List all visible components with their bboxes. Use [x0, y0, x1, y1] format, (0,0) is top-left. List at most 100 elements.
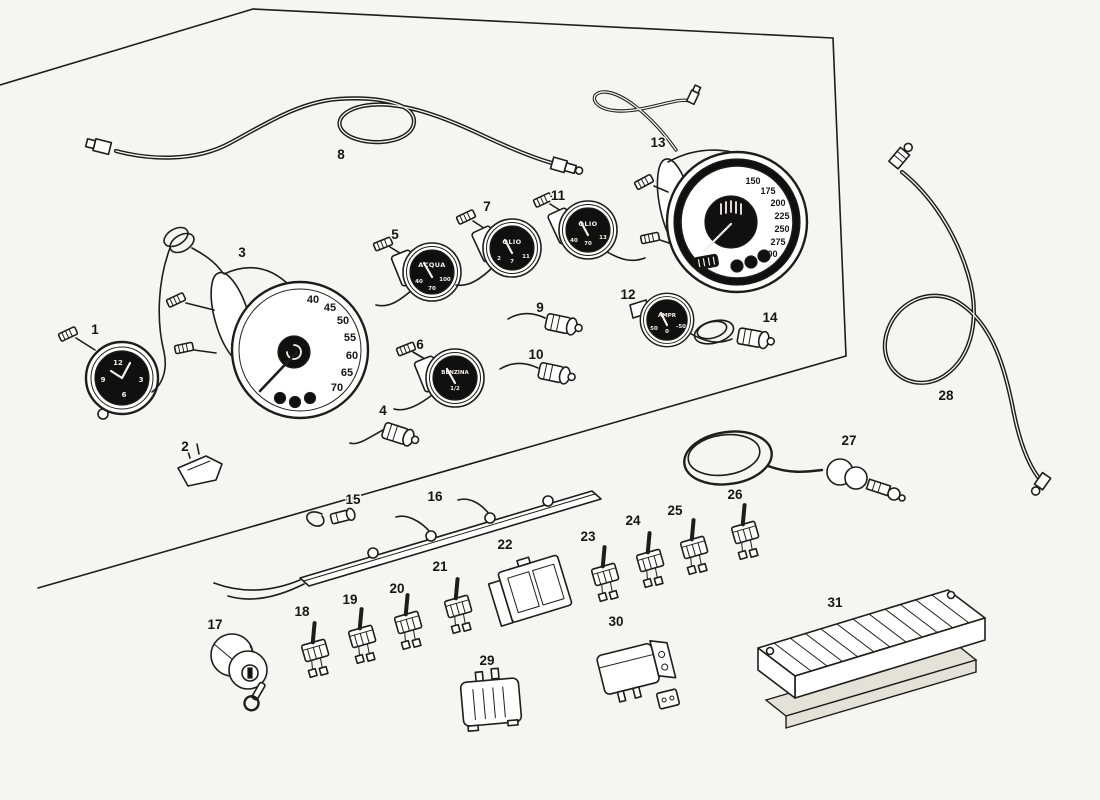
part-6-fuel-gauge: BENZINA 1/2: [393, 341, 485, 411]
part-number-28: 28: [938, 388, 954, 403]
part-number-27: 27: [841, 433, 856, 448]
speedo-tick: 50: [337, 315, 349, 327]
clock-tick: 6: [122, 391, 127, 399]
part-number-8: 8: [337, 147, 345, 162]
benzina-tick: 1/2: [450, 386, 460, 392]
part-number-2: 2: [181, 439, 189, 454]
part-number-13: 13: [650, 135, 666, 150]
part-number-14: 14: [762, 310, 778, 325]
part-number-17: 17: [207, 617, 222, 632]
part-number-1: 1: [91, 322, 99, 337]
part-number-15: 15: [345, 492, 361, 507]
part-number-3: 3: [238, 245, 246, 260]
acqua-tick: 40: [415, 279, 423, 285]
panel-border: [0, 8, 847, 589]
part-number-20: 20: [389, 581, 404, 596]
part-4-bulb-holder: [349, 420, 422, 450]
tach-tick: 225: [774, 211, 789, 221]
part-13-tachometer: 150 175 200 225 250 275 300: [592, 84, 809, 294]
part-number-29: 29: [479, 653, 494, 668]
part-number-31: 31: [827, 595, 843, 610]
clock-tick: 9: [101, 376, 106, 384]
part-number-16: 16: [427, 489, 443, 504]
cable-end-fitting: [888, 142, 914, 170]
part-number-30: 30: [608, 614, 623, 629]
part-number-26: 26: [727, 487, 743, 502]
ampr-tick: -50: [676, 324, 686, 330]
speedo-tick: 45: [324, 302, 336, 314]
cable-end-fitting: [685, 84, 702, 106]
olio-tick: 13: [599, 235, 607, 241]
part-16-lamp-rail: [213, 490, 602, 600]
part-29-relay: [459, 667, 523, 732]
part-30-flasher: [596, 640, 681, 710]
connector: [655, 688, 681, 710]
part-26-toggle-switch: [724, 501, 766, 563]
part-number-7: 7: [483, 199, 491, 214]
part-9-bulb-holder: [507, 311, 585, 338]
part-10-bulb-holder: [499, 360, 578, 387]
part-28-cable: [882, 142, 1052, 496]
part-5-water-temp-gauge: ACQUA 40 100 70: [372, 236, 462, 307]
olio-tick: 7: [510, 259, 514, 265]
part-24-toggle-switch: [629, 529, 671, 591]
part-15-bulb: [306, 507, 356, 527]
speedo-tick: 65: [341, 367, 353, 379]
part-numbers: 1 2 3 4 5 6 7 8 9 10 11 12 13 14 15 16 1…: [90, 134, 956, 670]
gauge-label-olio: OLIO: [502, 238, 521, 246]
olio-tick: 2: [497, 256, 501, 262]
tach-tick: 150: [745, 176, 760, 186]
part-number-12: 12: [620, 287, 635, 302]
tach-tick: 175: [760, 186, 775, 196]
key: [243, 681, 266, 712]
cable-end-fitting: [84, 137, 113, 156]
part-number-6: 6: [416, 337, 424, 352]
cable-end-fitting: [549, 156, 584, 175]
gauge-label-ampr: AMPR: [658, 313, 677, 319]
part-number-25: 25: [667, 503, 683, 518]
part-number-5: 5: [391, 227, 399, 242]
part-number-23: 23: [580, 529, 596, 544]
olio-tick: 11: [522, 254, 530, 260]
part-22-switch-block: [487, 554, 573, 627]
acqua-tick: 70: [428, 286, 436, 292]
part-number-21: 21: [432, 559, 448, 574]
clock-tick: 12: [113, 359, 123, 367]
part-18-toggle-switch: [294, 619, 336, 681]
part-number-19: 19: [342, 592, 357, 607]
part-number-4: 4: [379, 403, 387, 418]
ampr-tick: 0: [665, 329, 669, 335]
part-3-speedometer: 40 45 50 55 60 65 70: [151, 226, 370, 420]
gauge-label-acqua: ACQUA: [418, 261, 445, 269]
gauge-label-benzina: BENZINA: [441, 370, 469, 376]
part-11-oil-temp-gauge: OLIO 40 70 13: [532, 191, 646, 262]
part-19-toggle-switch: [341, 605, 383, 667]
part-31-fuse-box: [757, 589, 986, 729]
part-20-toggle-switch: [387, 591, 429, 653]
tach-tick: 275: [770, 237, 785, 247]
part-27-cigar-lighter: [683, 430, 906, 502]
part-1-clock: 12 3 6 9: [57, 325, 160, 420]
speedo-tick: 70: [331, 382, 343, 394]
part-12-ammeter: AMPR 50 0 -50: [629, 292, 733, 348]
gauge-label-olio: OLIO: [578, 220, 597, 228]
part-7-oil-pressure-gauge: OLIO 2 7 11: [455, 208, 542, 287]
olio-tick: 40: [570, 238, 578, 244]
part-23-toggle-switch: [584, 543, 626, 605]
part-number-11: 11: [551, 188, 566, 203]
part-25-toggle-switch: [673, 516, 715, 578]
tach-tick: 250: [774, 224, 789, 234]
part-14-bulb-holder: [693, 319, 777, 352]
part-number-18: 18: [294, 604, 310, 619]
speedo-tick: 55: [344, 332, 356, 344]
speedo-tick: 60: [346, 350, 358, 362]
part-8-speedometer-cable: [84, 96, 584, 175]
part-21-toggle-switch: [437, 575, 479, 637]
part-number-24: 24: [625, 513, 641, 528]
part-number-9: 9: [536, 300, 544, 315]
ampr-tick: 50: [650, 326, 658, 332]
cable-end-fitting: [1030, 471, 1052, 496]
part-2-bracket: [177, 443, 223, 487]
